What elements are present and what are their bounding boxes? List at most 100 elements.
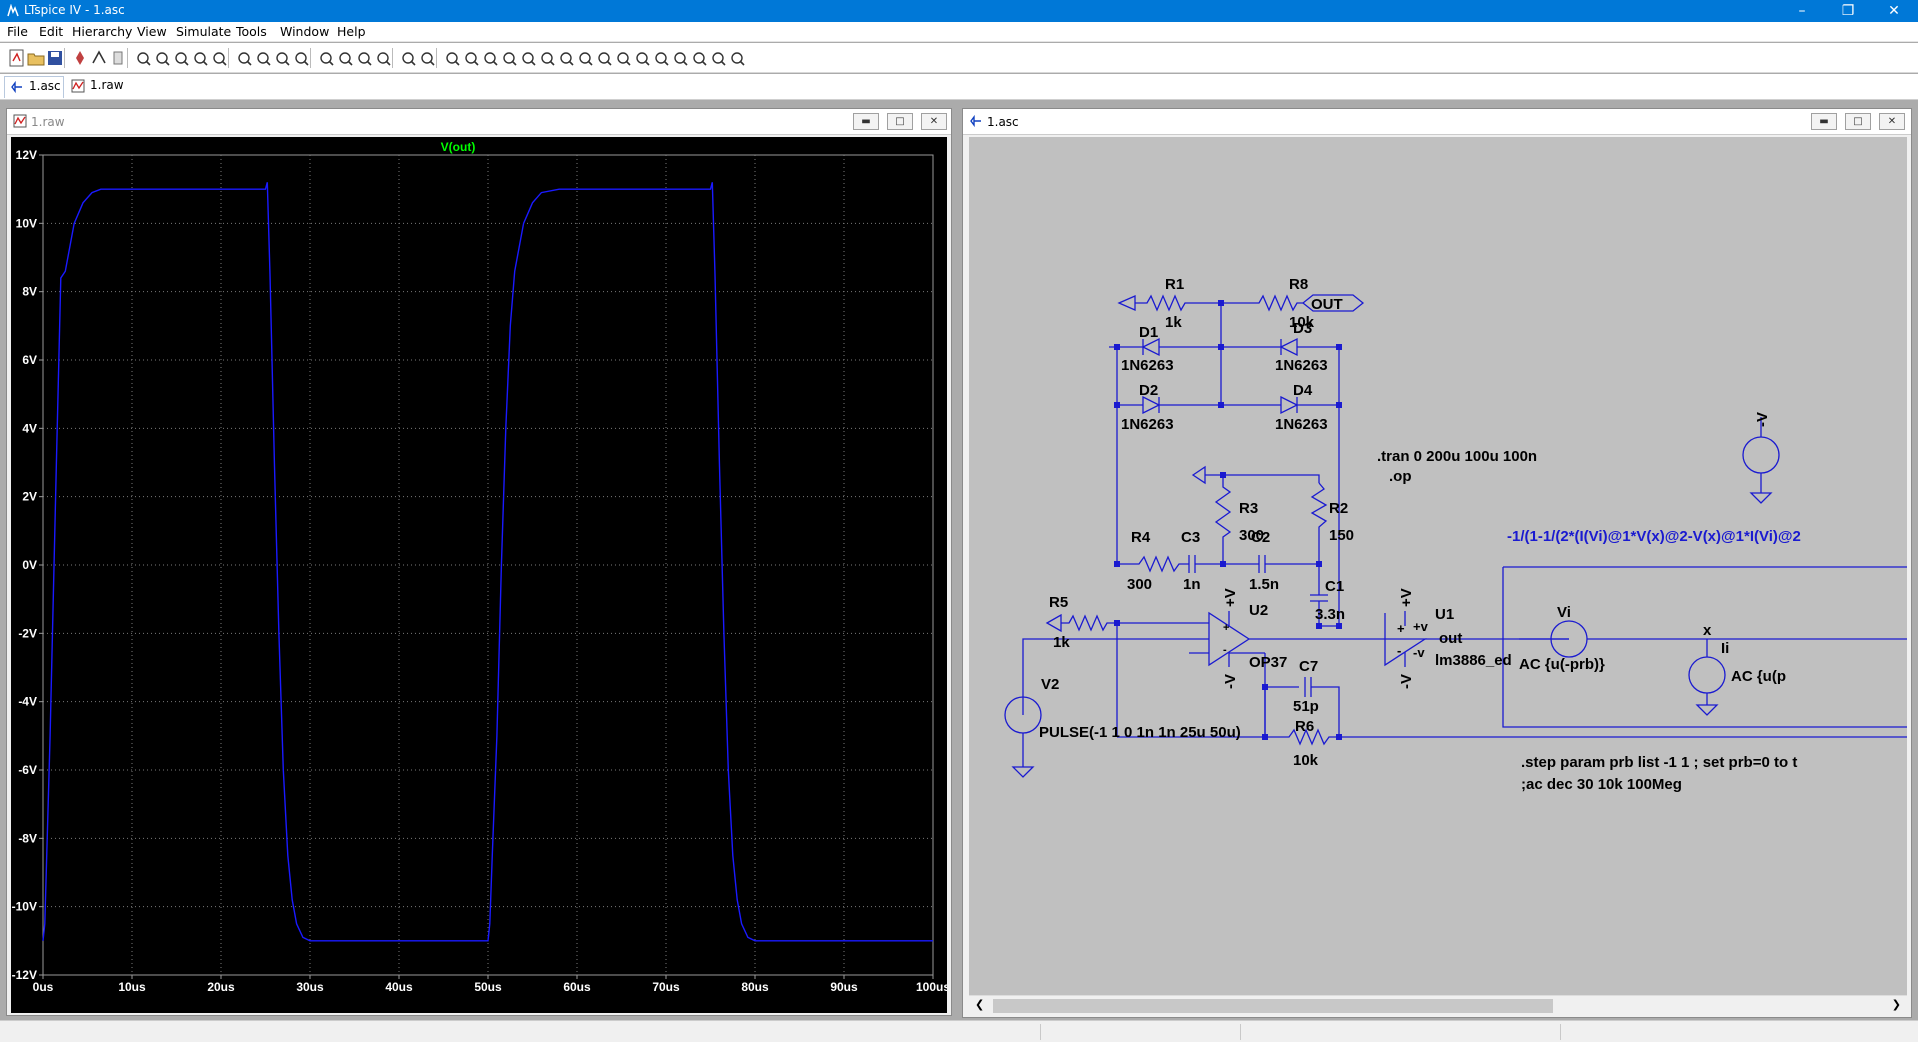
print-icon[interactable] <box>416 47 438 69</box>
cut-icon[interactable] <box>315 47 337 69</box>
u2-minusv-label: -V <box>1222 674 1239 689</box>
trace-label: V(out) <box>441 140 476 154</box>
restore-button[interactable]: ❐ <box>1841 3 1855 19</box>
y-tick-label: 12V <box>16 148 37 162</box>
scroll-right-icon[interactable]: ❯ <box>1891 998 1901 1011</box>
menu-tools[interactable]: Tools <box>236 24 267 39</box>
d1-name: D1 <box>1139 324 1158 341</box>
ground-icon[interactable] <box>460 47 482 69</box>
label-net-icon[interactable] <box>479 47 501 69</box>
component-icon[interactable] <box>574 47 596 69</box>
u1-plusv-pin: +v <box>1413 619 1429 634</box>
tile-horizontal-icon[interactable] <box>252 47 274 69</box>
diode-icon[interactable] <box>555 47 577 69</box>
maximize-icon[interactable]: □ <box>1845 113 1871 130</box>
tab-label: 1.raw <box>90 78 124 92</box>
menu-simulate[interactable]: Simulate <box>176 24 232 39</box>
r1-name: R1 <box>1165 276 1184 293</box>
v2-name: V2 <box>1041 676 1059 693</box>
drag-icon[interactable] <box>612 47 634 69</box>
d4-value: 1N6263 <box>1275 416 1328 433</box>
menu-help[interactable]: Help <box>337 24 366 39</box>
waveform-window-titlebar[interactable]: 1.raw ▬ □ ✕ <box>7 109 951 135</box>
zoom-fit-icon[interactable] <box>189 47 211 69</box>
ac-directive[interactable]: ;ac dec 30 10k 100Meg <box>1521 776 1682 793</box>
tab-1-raw[interactable]: 1.raw <box>66 76 128 98</box>
minimize-icon[interactable]: ▬ <box>1811 113 1837 130</box>
schematic-drawing[interactable]: R1 1k R8 10k OUT D1 1N6263 D3 1N6263 D2 … <box>969 137 1907 995</box>
y-tick-label: -12V <box>12 968 37 982</box>
minimize-icon[interactable]: ▬ <box>853 113 879 130</box>
r5-name: R5 <box>1049 594 1068 611</box>
x-tick-label: 10us <box>118 980 146 994</box>
d4-name: D4 <box>1293 382 1313 399</box>
toolbar <box>0 43 1918 73</box>
zoom-in-icon[interactable] <box>132 47 154 69</box>
tile-vertical-icon[interactable] <box>271 47 293 69</box>
schematic-window-title: 1.asc <box>987 115 1019 129</box>
menu-view[interactable]: View <box>137 24 167 39</box>
paste-icon[interactable] <box>353 47 375 69</box>
capacitor-icon[interactable] <box>517 47 539 69</box>
c3-value: 1n <box>1183 576 1201 593</box>
op-directive[interactable]: .op <box>1389 468 1412 485</box>
mirror-icon[interactable] <box>688 47 710 69</box>
tran-directive[interactable]: .tran 0 200u 100u 100n <box>1377 448 1537 465</box>
cursor-icon[interactable] <box>233 47 255 69</box>
new-schematic-icon[interactable] <box>6 47 28 69</box>
maximize-icon[interactable]: □ <box>887 113 913 130</box>
c1-name: C1 <box>1325 578 1344 595</box>
undo-icon[interactable] <box>631 47 653 69</box>
close-button[interactable]: ✕ <box>1888 3 1900 19</box>
halt-icon[interactable] <box>107 47 129 69</box>
zoom-out-icon[interactable] <box>170 47 192 69</box>
close-icon[interactable]: ✕ <box>1879 113 1905 130</box>
scroll-thumb[interactable] <box>993 999 1553 1013</box>
wire-icon[interactable] <box>441 47 463 69</box>
x-net-label: x <box>1703 622 1712 639</box>
run-icon[interactable] <box>88 47 110 69</box>
close-icon[interactable]: ✕ <box>921 113 947 130</box>
expression-directive[interactable]: -1/(1-1/(2*(I(Vi)@1*V(x)@2-V(x)@1*I(Vi)@… <box>1507 528 1801 545</box>
step-directive[interactable]: .step param prb list -1 1 ; set prb=0 to… <box>1521 754 1797 771</box>
spice-directive-icon[interactable] <box>726 47 748 69</box>
schematic-window-titlebar[interactable]: 1.asc ▬ □ ✕ <box>963 109 1911 135</box>
tab-1-asc[interactable]: 1.asc <box>4 76 64 98</box>
save-icon[interactable] <box>44 47 66 69</box>
y-tick-label: -6V <box>18 763 37 777</box>
find-icon[interactable] <box>372 47 394 69</box>
c2-name: C2 <box>1251 529 1270 546</box>
r2-value: 150 <box>1329 527 1354 544</box>
menu-file[interactable]: File <box>7 24 28 39</box>
u1-minus-pin: - <box>1397 643 1401 658</box>
print-setup-icon[interactable] <box>397 47 419 69</box>
control-panel-icon[interactable] <box>69 47 91 69</box>
zoom-pan-icon[interactable] <box>151 47 173 69</box>
status-bar <box>0 1020 1918 1042</box>
resistor-icon[interactable] <box>498 47 520 69</box>
menu-window[interactable]: Window <box>280 24 330 39</box>
horizontal-scrollbar[interactable]: ❮ ❯ <box>969 995 1907 1015</box>
x-tick-label: 70us <box>652 980 680 994</box>
scroll-left-icon[interactable]: ❮ <box>975 998 985 1011</box>
schematic-canvas[interactable]: R1 1k R8 10k OUT D1 1N6263 D3 1N6263 D2 … <box>969 137 1907 995</box>
minimize-button[interactable]: – <box>1798 3 1806 19</box>
x-tick-label: 60us <box>563 980 591 994</box>
copy-icon[interactable] <box>334 47 356 69</box>
rotate-icon[interactable] <box>669 47 691 69</box>
autorange-icon[interactable] <box>208 47 230 69</box>
move-icon[interactable] <box>593 47 615 69</box>
y-tick-label: 8V <box>22 285 37 299</box>
menu-edit[interactable]: Edit <box>39 24 64 39</box>
cascade-icon[interactable] <box>290 47 312 69</box>
text-icon[interactable] <box>707 47 729 69</box>
waveform-icon <box>13 114 27 128</box>
redo-icon[interactable] <box>650 47 672 69</box>
menu-hierarchy[interactable]: Hierarchy <box>72 24 133 39</box>
menu-bar: File Edit Hierarchy View Simulate Tools … <box>0 22 1918 42</box>
open-icon[interactable] <box>25 47 47 69</box>
inductor-icon[interactable] <box>536 47 558 69</box>
